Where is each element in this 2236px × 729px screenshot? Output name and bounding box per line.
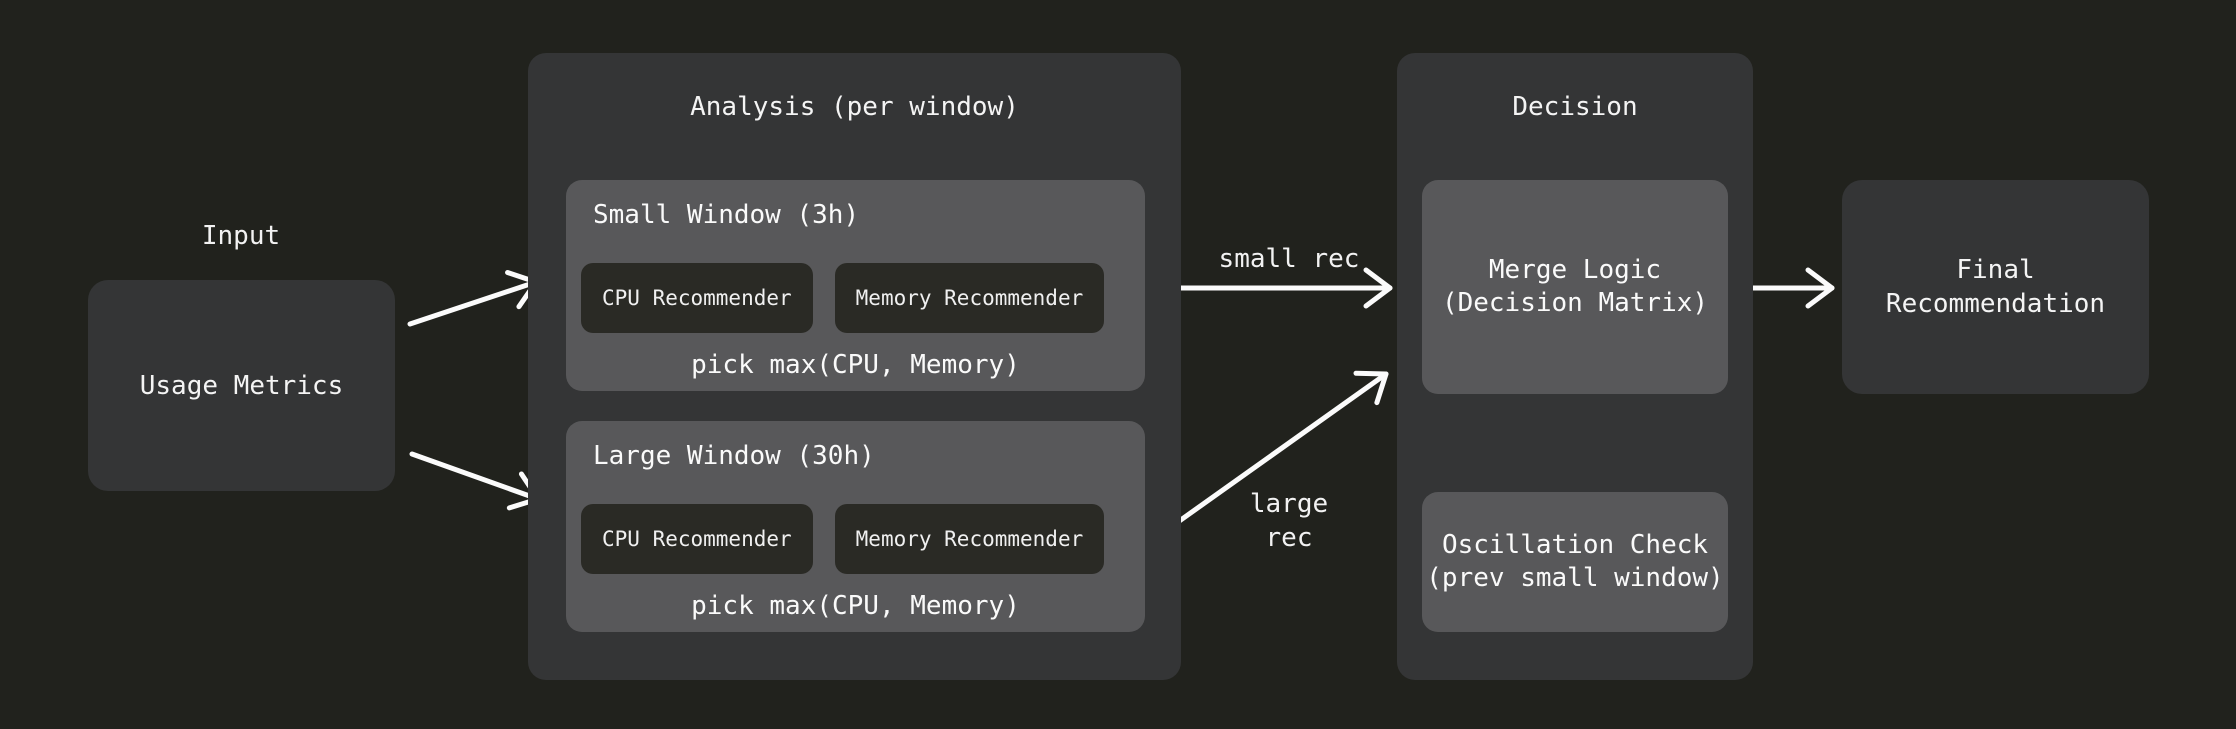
large-window-node: Large Window (30h) CPU Recommender Memor…: [566, 421, 1145, 632]
input-group-label: Input: [201, 221, 281, 251]
decision-title: Decision: [1512, 92, 1638, 122]
final-recommendation-label: Final Recommendation: [1885, 255, 2106, 319]
small-window-pick-max-label: pick max(CPU, Memory): [691, 350, 1020, 380]
large-rec-edge-label: large rec: [1249, 489, 1329, 553]
usage-metrics-node: Usage Metrics: [88, 280, 395, 491]
analysis-title: Analysis (per window): [690, 92, 1019, 122]
usage-metrics-label: Usage Metrics: [139, 370, 344, 401]
edge-usage-to-large-window: [409, 451, 541, 511]
small-window-title: Small Window (3h): [593, 200, 860, 230]
large-memory-recommender-node: Memory Recommender: [834, 504, 1105, 574]
analysis-container: Analysis (per window) Small Window (3h) …: [528, 53, 1181, 680]
large-window-pick-max-label: pick max(CPU, Memory): [691, 591, 1020, 621]
decision-container: Decision Merge Logic (Decision Matrix) O…: [1397, 53, 1753, 680]
final-recommendation-node: Final Recommendation: [1842, 180, 2149, 394]
small-window-node: Small Window (3h) CPU Recommender Memory…: [566, 180, 1145, 391]
merge-logic-node: Merge Logic (Decision Matrix): [1422, 180, 1728, 394]
small-window-recommenders: CPU Recommender Memory Recommender: [581, 263, 1130, 333]
large-cpu-recommender-node: CPU Recommender: [581, 504, 813, 574]
small-cpu-recommender-node: CPU Recommender: [581, 263, 813, 333]
oscillation-check-label: Oscillation Check (prev small window): [1426, 530, 1724, 593]
merge-logic-label: Merge Logic (Decision Matrix): [1441, 255, 1709, 318]
large-window-title: Large Window (30h): [593, 441, 875, 471]
edge-usage-to-small-window: [407, 270, 539, 327]
small-memory-recommender-node: Memory Recommender: [834, 263, 1105, 333]
oscillation-check-node: Oscillation Check (prev small window): [1422, 492, 1728, 632]
small-rec-edge-label: small rec: [1218, 244, 1360, 274]
large-window-recommenders: CPU Recommender Memory Recommender: [581, 504, 1130, 574]
